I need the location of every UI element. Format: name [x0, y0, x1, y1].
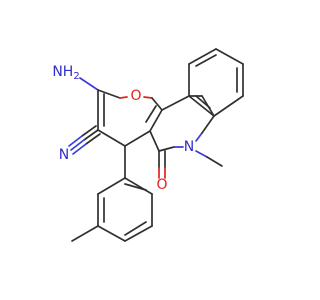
c4a-c8a-double-bond: [145, 105, 157, 123]
c4-c4a-bond: [124, 130, 151, 147]
c2-o1-bond-b: [119, 96, 128, 99]
tolyl-double-bond-4: [124, 221, 147, 236]
c4a-c8a-bond: [149, 109, 163, 132]
pyridinone-ring: [149, 95, 223, 179]
tolyl-bond-3: [97, 225, 126, 242]
tolyl-bond-6: [124, 177, 153, 195]
tolyl-ring: [71, 145, 153, 242]
n6-c6a-bond-a: [195, 132, 203, 142]
benzo-bond-2: [188, 48, 217, 65]
tolyl-methyl-bond: [71, 225, 99, 242]
c5-n6-bond-a: [158, 146, 175, 152]
benzo-bond-6: [188, 95, 215, 117]
c8a-c9a-bond: [161, 95, 190, 111]
amino-bond: [79, 77, 99, 91]
nitrile-nitrogen-label: N: [59, 147, 69, 163]
n-methyl-bond-a: [195, 150, 208, 158]
molecule-structure-diagram: NH2 O N N O: [52, 48, 244, 242]
tolyl-double-bond-6: [124, 183, 147, 191]
ring-oxygen-label: O: [130, 88, 141, 104]
c4a-c5-bond: [149, 130, 160, 152]
nitrile-triple-2: [85, 133, 101, 145]
nitrile-triple-1b: [68, 135, 83, 147]
c2-o1-bond-a: [97, 89, 121, 99]
amino-nh2-label: NH2: [52, 64, 79, 82]
pyran-ring: [79, 77, 163, 147]
benzo-bond-5: [213, 95, 244, 117]
benzo-double-bond-6: [195, 95, 211, 109]
benzo-ring: [188, 48, 244, 117]
tolyl-bond-1: [97, 177, 126, 195]
benzo-bond-3: [215, 48, 244, 65]
nitrile-triple-2b: [72, 143, 87, 155]
c3-c4-bond: [97, 129, 126, 147]
tolyl-bond-4: [124, 225, 153, 242]
o1-c8a-bond-a: [143, 96, 153, 99]
o1-c8a-bond-b: [151, 97, 163, 111]
n-methyl-bond-b: [206, 156, 223, 167]
nitrile-bond-a: [83, 129, 99, 141]
carbonyl-oxygen-label: O: [156, 177, 167, 193]
nitrile-bond-b: [70, 139, 85, 151]
n6-c6a-bond-b: [201, 115, 215, 134]
nitrile-group: [68, 125, 101, 155]
benzo-double-bond-2: [195, 54, 217, 67]
ring-nitrogen-label: N: [184, 139, 194, 155]
nitrile-triple-1: [81, 125, 97, 137]
